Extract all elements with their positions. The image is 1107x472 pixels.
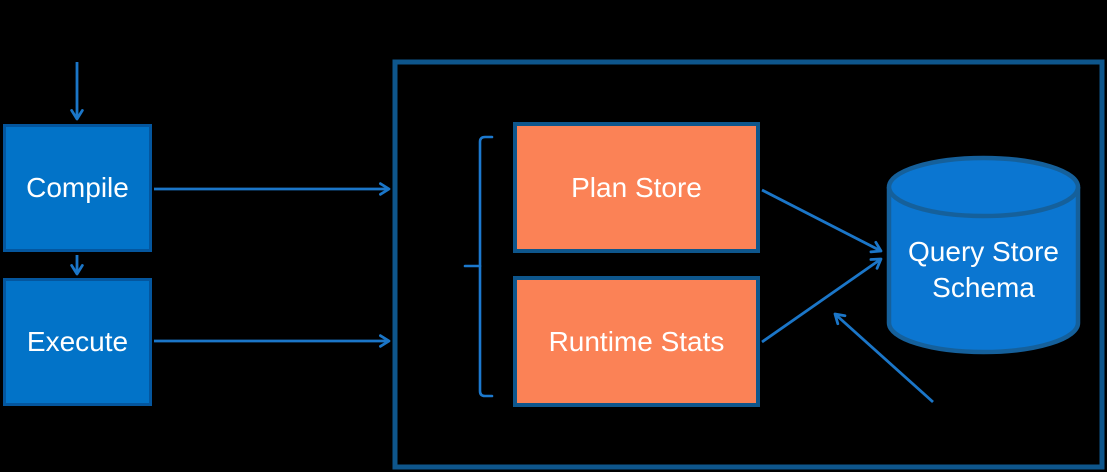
compile-node: Compile	[3, 124, 152, 252]
arrow-plan-store-to-schema	[761, 188, 883, 254]
left-bracket-icon	[478, 135, 494, 398]
runtime-stats-label: Runtime Stats	[548, 325, 725, 357]
execute-node: Execute	[3, 278, 152, 406]
arrow-runtime-stats-to-schema	[761, 257, 883, 344]
execute-label: Execute	[26, 326, 129, 357]
compile-label: Compile	[26, 172, 129, 203]
plan-store-label: Plan Store	[571, 171, 702, 203]
query-store-schema-label: Query Store Schema	[887, 234, 1080, 306]
query-store-schema-line2: Schema	[932, 272, 1035, 303]
plan-store-node: Plan Store	[513, 122, 760, 253]
query-store-container-box	[392, 59, 1105, 470]
database-cylinder-icon	[886, 155, 1081, 355]
runtime-stats-node: Runtime Stats	[513, 276, 760, 407]
arrow-external-into-schema	[833, 312, 934, 404]
query-store-schema-line1: Query Store	[908, 236, 1059, 267]
